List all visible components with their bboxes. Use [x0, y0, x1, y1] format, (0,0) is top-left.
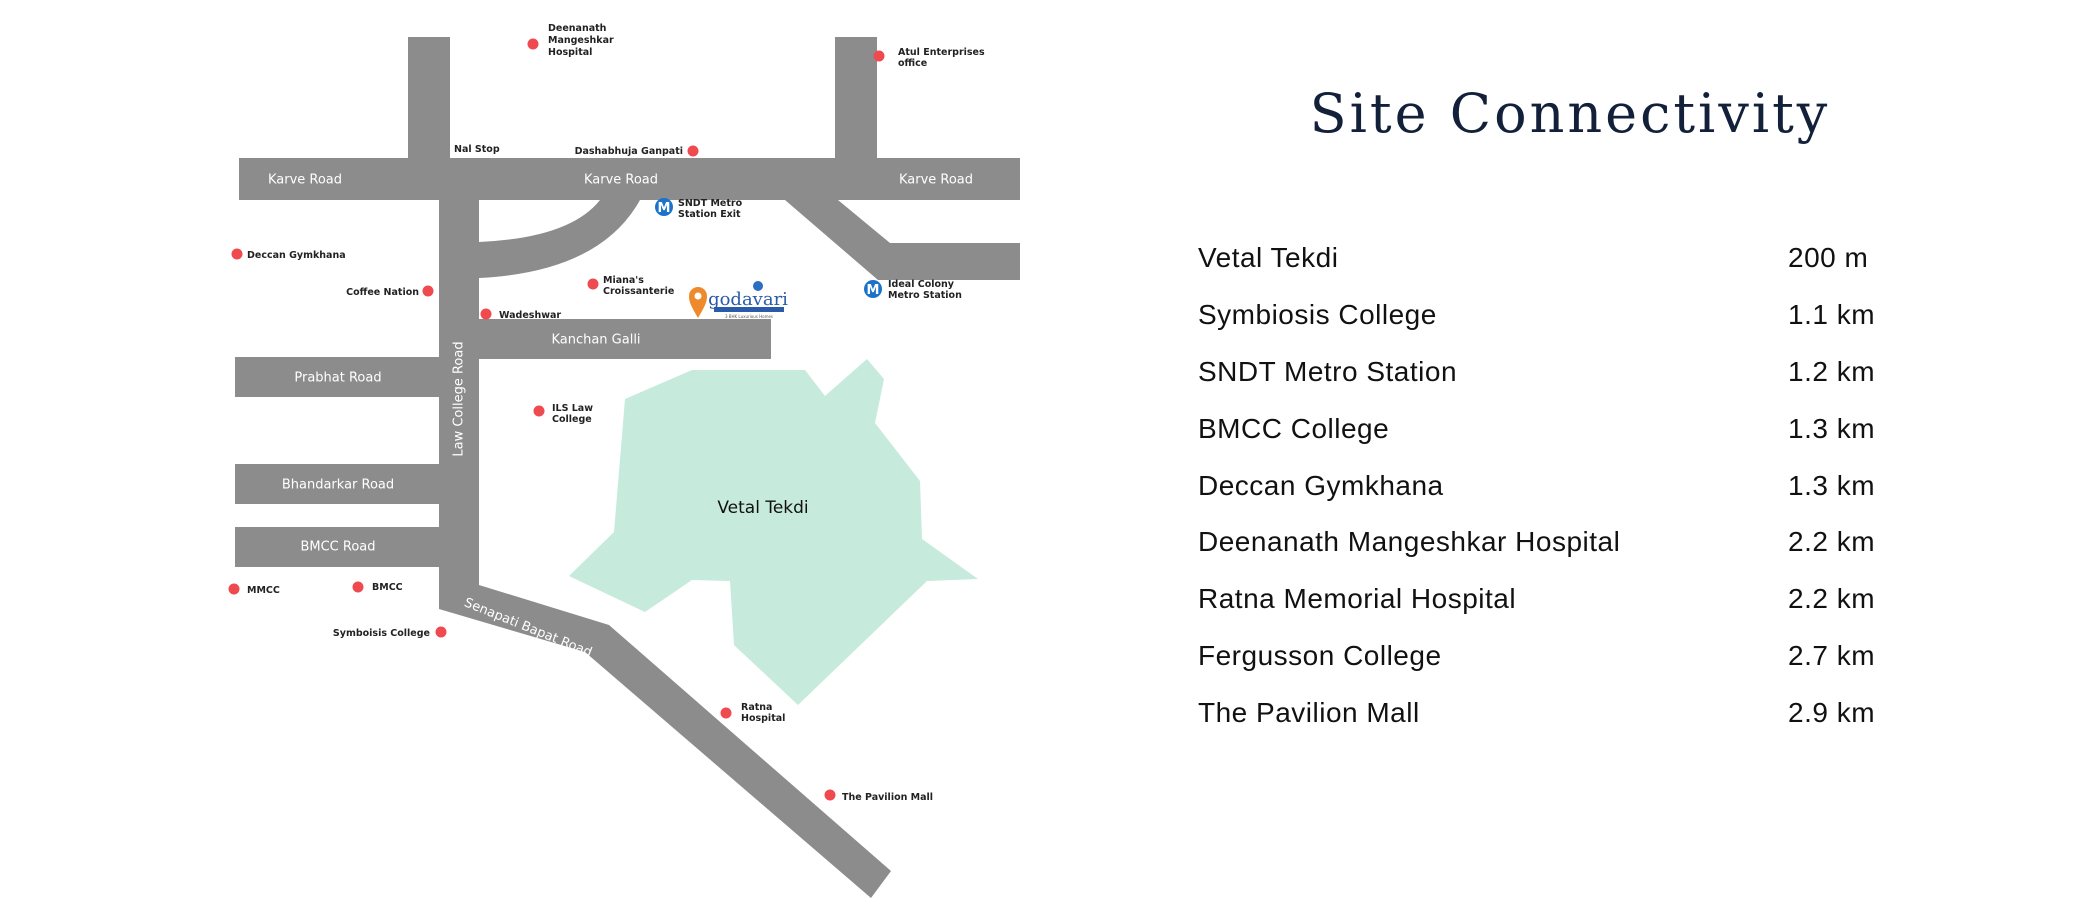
logo-tagline: 3 BHK Luxurious Homes [725, 314, 773, 319]
marker-miana [587, 278, 599, 290]
park-label: Vetal Tekdi [717, 498, 808, 518]
godavari-logo: godavari 3 BHK Luxurious Homes [708, 281, 788, 319]
site-location-pin-icon [689, 287, 707, 318]
logo-name: godavari [708, 289, 788, 310]
road-label-karve-left: Karve Road [268, 173, 342, 188]
label-ratna-2: Hospital [741, 713, 785, 724]
vetal-tekdi-park [569, 359, 978, 705]
label-bmcc: BMCC [372, 582, 403, 593]
label-miana-1: Miana's [603, 275, 644, 286]
label-ils-2: College [552, 414, 592, 425]
marker-ratna [720, 707, 732, 719]
marker-ils [533, 405, 545, 417]
label-symbiosis: Symboisis College [333, 628, 430, 639]
connectivity-row: Deccan Gymkhana 1.3 km [1198, 457, 1898, 514]
label-pavilion: The Pavilion Mall [842, 792, 933, 803]
road-label-law-college: Law College Road [452, 341, 467, 456]
label-atul-2: office [898, 58, 927, 69]
connectivity-row: Deenanath Mangeshkar Hospital 2.2 km [1198, 514, 1898, 571]
road-label-bhandarkar: Bhandarkar Road [282, 478, 394, 493]
road-label-karve-mid: Karve Road [584, 173, 658, 188]
marker-wadeshwar [480, 308, 492, 320]
label-wadeshwar: Wadeshwar [499, 310, 561, 321]
label-sndt-2: Station Exit [678, 209, 741, 220]
connectivity-row: Ratna Memorial Hospital 2.2 km [1198, 571, 1898, 628]
road-label-bmcc: BMCC Road [300, 540, 375, 555]
distance: 1.1 km [1788, 299, 1876, 331]
label-deenanath-2: Mangeshkar [548, 35, 614, 46]
place-name: Symbiosis College [1198, 299, 1437, 331]
place-name: Vetal Tekdi [1198, 242, 1339, 274]
label-ratna-1: Ratna [741, 702, 772, 713]
label-ils-1: ILS Law [552, 403, 593, 414]
label-nal-stop: Nal Stop [454, 144, 500, 155]
label-ideal-1: Ideal Colony [888, 279, 955, 290]
marker-bmcc [352, 581, 364, 593]
place-name: Deccan Gymkhana [1198, 469, 1444, 501]
place-name: SNDT Metro Station [1198, 355, 1458, 387]
place-name: BMCC College [1198, 412, 1390, 444]
road-label-karve-right: Karve Road [899, 173, 973, 188]
connectivity-row: BMCC College 1.3 km [1198, 400, 1898, 457]
place-name: Fergusson College [1198, 639, 1442, 671]
connectivity-row: The Pavilion Mall 2.9 km [1198, 684, 1898, 741]
label-deenanath-1: Deenanath [548, 23, 607, 34]
marker-atul [873, 50, 885, 62]
distance: 1.3 km [1788, 469, 1876, 501]
site-map: Karve Road Karve Road Karve Road Kanchan… [228, 23, 1020, 898]
distance: 1.3 km [1788, 412, 1876, 444]
label-dashabhuja: Dashabhuja Ganpati [575, 146, 683, 157]
distance: 2.9 km [1788, 696, 1876, 728]
marker-symbiosis [435, 626, 447, 638]
metro-icon-sndt: M [655, 198, 673, 216]
road-label-prabhat: Prabhat Road [294, 371, 381, 386]
road-label-kanchan: Kanchan Galli [551, 333, 640, 348]
distance: 200 m [1788, 242, 1869, 274]
roads [235, 37, 1020, 898]
connectivity-row: Symbiosis College 1.1 km [1198, 287, 1898, 344]
connectivity-row: Vetal Tekdi 200 m [1198, 230, 1898, 287]
metro-icon-ideal-colony: M [864, 280, 882, 298]
label-deenanath-3: Hospital [548, 47, 592, 58]
marker-coffee [422, 285, 434, 297]
label-mmcc: MMCC [247, 585, 280, 596]
label-coffee: Coffee Nation [346, 287, 419, 298]
distance: 2.7 km [1788, 639, 1876, 671]
label-miana-2: Croissanterie [603, 286, 674, 297]
distance: 1.2 km [1788, 355, 1876, 387]
marker-pavilion [824, 789, 836, 801]
marker-mmcc [228, 583, 240, 595]
distance: 2.2 km [1788, 583, 1876, 615]
connectivity-row: Fergusson College 2.7 km [1198, 628, 1898, 685]
metro-letter: M [867, 283, 880, 298]
label-deccan: Deccan Gymkhana [247, 250, 346, 261]
marker-deenanath [527, 38, 539, 50]
metro-letter: M [658, 201, 671, 216]
marker-dashabhuja [687, 145, 699, 157]
label-sndt-1: SNDT Metro [678, 198, 743, 209]
label-ideal-2: Metro Station [888, 290, 962, 301]
place-name: The Pavilion Mall [1198, 696, 1420, 728]
label-atul-1: Atul Enterprises [898, 47, 985, 58]
distance: 2.2 km [1788, 526, 1876, 558]
marker-deccan [231, 248, 243, 260]
connectivity-row: SNDT Metro Station 1.2 km [1198, 344, 1898, 401]
place-name: Deenanath Mangeshkar Hospital [1198, 526, 1621, 558]
place-markers [228, 38, 885, 801]
page-title: Site Connectivity [1309, 82, 1831, 145]
place-name: Ratna Memorial Hospital [1198, 583, 1517, 615]
